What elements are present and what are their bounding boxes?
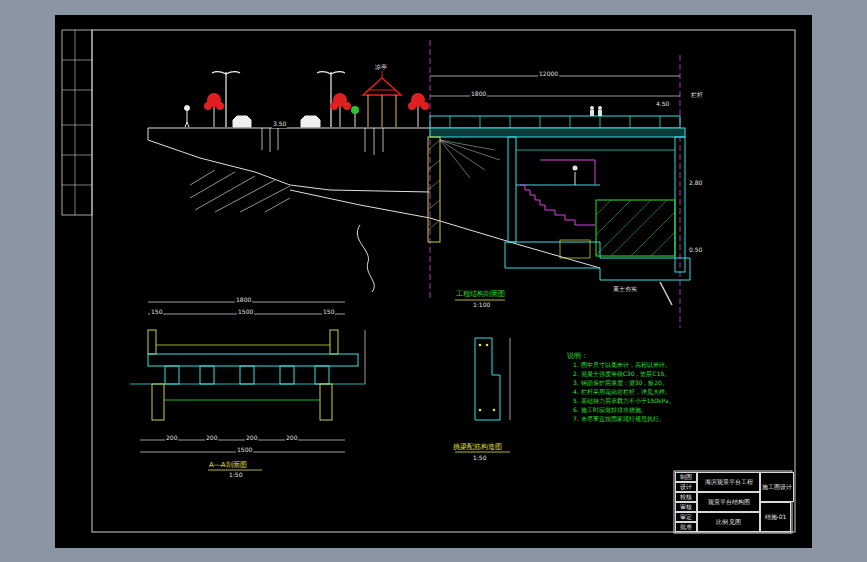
- drawing-label: 工程结构剖面图: [455, 290, 506, 298]
- cell-text: 设计: [680, 484, 692, 491]
- drawing-label: 3. 钢筋保护层厚度：梁30，板20。: [572, 380, 669, 387]
- drawing-label: 200: [245, 435, 258, 442]
- drawing-label: 5. 基础持力层承载力不小于150kPa。: [572, 398, 676, 405]
- figures-cars: [185, 106, 321, 128]
- structure-section: [428, 40, 690, 328]
- drawing-label: 200: [285, 435, 298, 442]
- drawing-label: 4.50: [655, 101, 670, 108]
- cell-text: 审定: [680, 514, 692, 521]
- margin-cells: [62, 30, 92, 215]
- beam-detail: [455, 338, 510, 452]
- margin-strip: [62, 30, 92, 215]
- title-block-cell: 制图: [675, 472, 697, 482]
- drawing-label: 1. 图中尺寸以毫米计，高程以米计。: [572, 362, 672, 369]
- cell-text: 海滨观景平台工程: [705, 479, 753, 486]
- cell-text: 校核: [680, 494, 692, 501]
- street-lamps: [212, 72, 345, 127]
- cell-text: 审核: [680, 504, 692, 511]
- drawing-label: 2. 混凝土强度等级C30，垫层C15。: [572, 371, 671, 378]
- drawing-label: 150: [322, 309, 335, 316]
- drawing-label: 1800: [235, 297, 252, 304]
- drawing-label: 1:100: [472, 302, 491, 309]
- title-block-cell: 审核: [675, 502, 697, 512]
- title-block-cell: 比例 见图: [697, 512, 760, 532]
- drawing-label: 1800: [470, 91, 487, 98]
- trees: [204, 93, 429, 127]
- title-block-cell: 观景平台结构图: [697, 492, 760, 512]
- terrain: [148, 128, 600, 292]
- drawing-label: 6. 施工时应做好排水措施。: [572, 407, 648, 414]
- drawing-label: 1500: [236, 447, 253, 454]
- drawing-label: 凉亭: [374, 64, 388, 71]
- cell-text: 制图: [680, 474, 692, 481]
- drawing-label: 200: [165, 435, 178, 442]
- drawing-label: 150: [150, 309, 163, 316]
- title-block-cell: 批准: [675, 522, 697, 532]
- title-block-cell: 审定: [675, 512, 697, 522]
- pavilion: [363, 70, 401, 127]
- drawing-label: 4. 栏杆采用花岗岩栏杆，详见大样。: [572, 389, 672, 396]
- drawing-label: 12000: [538, 71, 559, 78]
- drawing-label: 0.50: [688, 247, 703, 254]
- title-block-cell: 设计: [675, 482, 697, 492]
- drawing-label: 1:50: [228, 472, 243, 479]
- title-underline: [455, 300, 505, 301]
- drawing-label: 3.50: [272, 121, 287, 128]
- drawing-label: 1500: [237, 309, 254, 316]
- aa-section: [130, 302, 365, 470]
- cell-text: 结施-01: [765, 514, 787, 521]
- drawing-label: 说明：: [566, 352, 589, 360]
- drawing-sheet: [55, 15, 812, 548]
- cell-text: 比例 见图: [716, 519, 742, 526]
- cell-text: 批准: [680, 524, 692, 531]
- drawing-label: 7. 未尽事宜按国家现行规范执行。: [572, 416, 666, 423]
- title-block-cell: 校核: [675, 492, 697, 502]
- cell-text: 观景平台结构图: [708, 499, 750, 506]
- title-block-cell: 海滨观景平台工程: [697, 472, 760, 492]
- inner-frame: [92, 30, 795, 532]
- drawing-label: 2.80: [688, 180, 703, 187]
- slope-hatch: [190, 170, 290, 212]
- piles: [262, 128, 383, 155]
- drawing-label: 1:50: [472, 455, 487, 462]
- drawing-label: 素土夯实: [612, 286, 638, 293]
- drawing-label: 栏杆: [690, 92, 704, 99]
- title-block-cell: 结施-01: [760, 502, 791, 532]
- drawing-label: 200: [205, 435, 218, 442]
- drawing-label: 挑梁配筋构造图: [452, 443, 503, 451]
- cell-text: 施工图设计: [762, 484, 792, 491]
- title-block-cell: 施工图设计: [760, 472, 794, 502]
- drawing-label: A—A剖面图: [208, 461, 248, 469]
